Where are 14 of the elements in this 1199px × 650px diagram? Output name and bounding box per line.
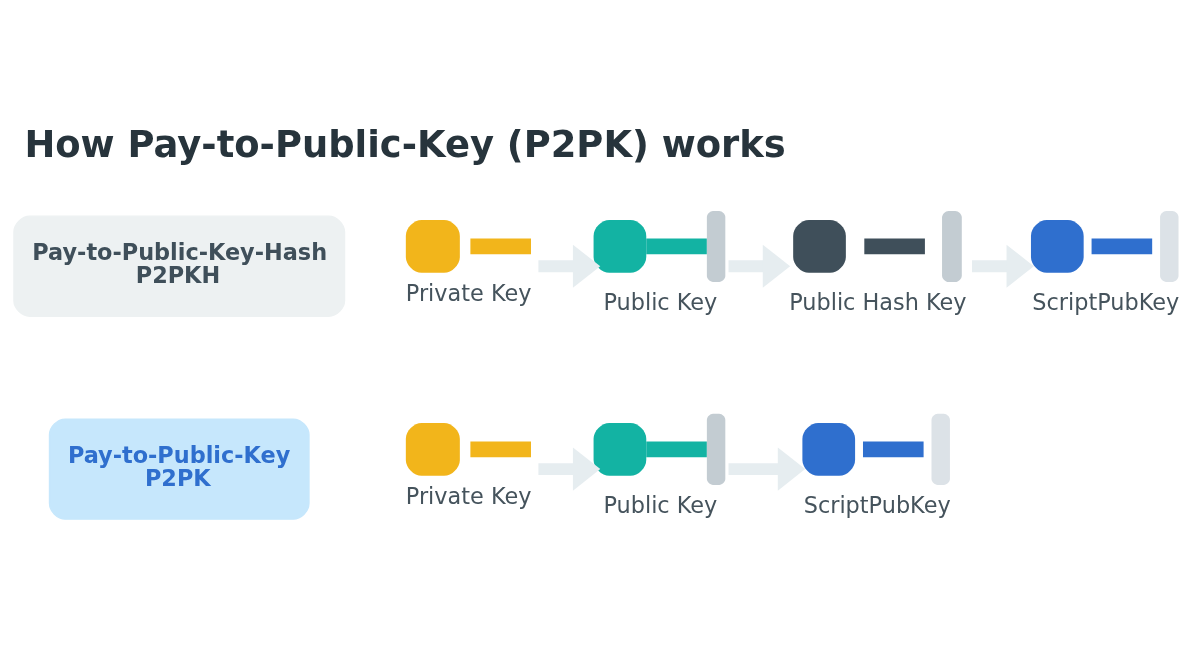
arrow <box>972 244 1034 288</box>
arrow <box>538 244 601 288</box>
node-label: Public Hash Key <box>789 288 967 315</box>
node-label: Private Key <box>405 279 532 306</box>
node-label: ScriptPubKey <box>1032 288 1180 315</box>
node-label: Private Key <box>405 482 532 509</box>
arrow <box>728 447 806 491</box>
diagram-title: How Pay-to-Public-Key (P2PK) works <box>24 122 786 166</box>
node-label: Public Key <box>603 491 718 518</box>
arrow <box>538 447 601 491</box>
node-box: Pay-to-Public-Key P2PK <box>48 417 310 520</box>
arrow <box>728 244 791 288</box>
node-label: ScriptPubKey <box>803 491 951 518</box>
node-label: Public Key <box>603 288 718 315</box>
